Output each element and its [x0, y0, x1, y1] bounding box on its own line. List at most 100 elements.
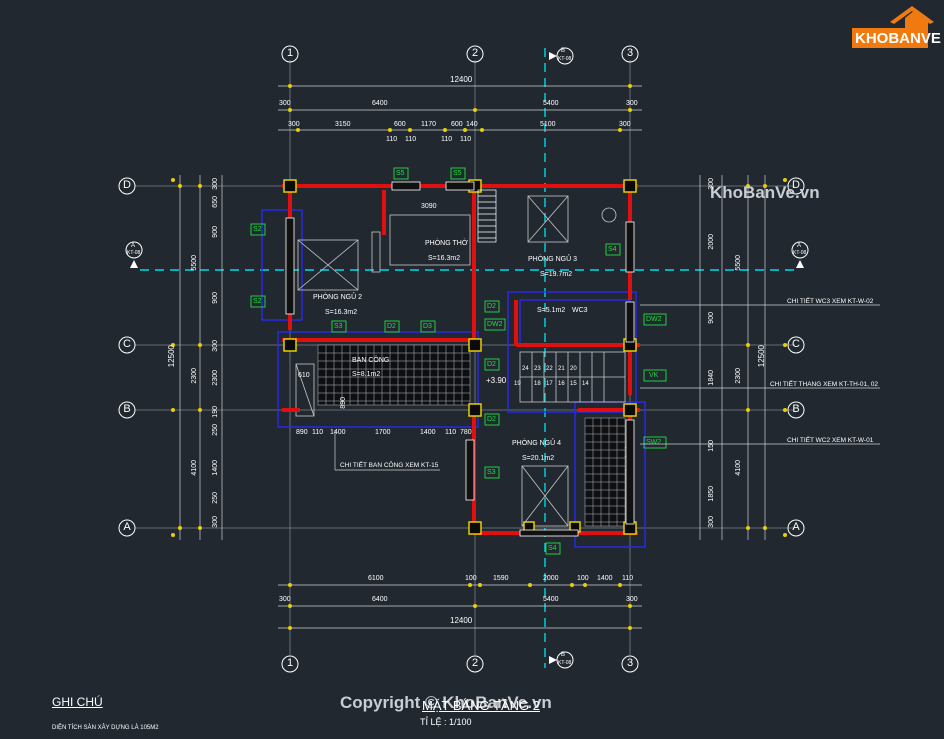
drawing-title: MẶT BẰNG TẦNG 2 [422, 698, 540, 713]
room-wc3-area: S=5.1m2 [537, 307, 566, 314]
tag-boxes [250, 167, 667, 555]
dim-top-r3-4: 600 [451, 121, 463, 128]
section-lines [140, 48, 800, 668]
dim-bot-r1-3: 2000 [543, 575, 559, 582]
grid-label-3-bottom: 3 [626, 657, 634, 669]
dim-bot-r1-4: 100 [577, 575, 589, 582]
tag-d2-b: D2 [487, 303, 496, 310]
room-phong-ngu-3-name: PHÒNG NGỦ 3 [528, 256, 578, 263]
dim-left-small-2: 900 [212, 226, 219, 238]
dim-top-r2-1: 6400 [372, 100, 388, 107]
dim-left-small-9: 250 [212, 492, 219, 504]
note-wc3: CHI TIẾT WC3 XEM KT-W-02 [787, 298, 874, 305]
dim-left-total: 12500 [167, 345, 176, 368]
room-phong-ngu-4-name: PHÒNG NGỦ 4 [512, 440, 562, 447]
dim-top-r3-3: 1170 [421, 121, 437, 128]
drawing-scale: TỈ LỆ : 1/100 [420, 717, 472, 727]
grid-label-b-right: B [792, 403, 800, 415]
room-phong-ngu-3-area: S=19.7m2 [540, 271, 573, 278]
section-b-bottom-sheet: KT-08 [558, 660, 572, 666]
dim-left-small-0: 300 [212, 178, 219, 190]
altar-shelf [477, 189, 497, 243]
dim-left-small-7: 250 [212, 424, 219, 436]
dim-bal-5: 110 [445, 429, 457, 436]
logo-brand: KHOBANVE [855, 30, 941, 47]
dim-top-r3-7: 300 [619, 121, 631, 128]
tag-s5-b: S5 [453, 170, 462, 177]
dim-top-r2-3: 300 [626, 100, 638, 107]
stair-num-2: 22 [546, 366, 553, 372]
dim-bot-r2-0: 300 [279, 596, 291, 603]
room-phong-ngu-4-area: S=20.1m2 [522, 455, 555, 462]
dimension-lines [179, 85, 766, 629]
dim-right-small-5: 1850 [708, 486, 715, 502]
stair-num-6: 18 [534, 381, 541, 387]
section-a-left-sheet: KT-08 [127, 250, 141, 256]
dim-right-small-0: 300 [708, 178, 715, 190]
dim-inner-610: 610 [298, 372, 310, 379]
note-leaders [334, 304, 880, 471]
dim-bal-2: 1400 [330, 429, 346, 436]
grid-bubbles [118, 45, 805, 673]
grid-label-2-top: 2 [471, 47, 479, 59]
dim-right-seg-1: 2300 [735, 368, 742, 384]
room-phong-tho-name: PHÒNG THỜ [425, 240, 468, 247]
stair-num-7: 17 [546, 381, 553, 387]
dim-top-r4-1: 110 [405, 136, 417, 143]
grid-label-c-left: C [123, 338, 131, 350]
dim-top-r3-6: 5100 [540, 121, 556, 128]
dim-bot-r2-3: 300 [626, 596, 638, 603]
dim-bot-r1-6: 110 [622, 575, 634, 582]
grid-label-3-top: 3 [626, 47, 634, 59]
dim-bot-r1-5: 1400 [597, 575, 613, 582]
dim-left-seg-1: 2300 [191, 368, 198, 384]
room-ban-cong-area: S=8.1m2 [352, 371, 381, 378]
dim-top-total: 12400 [450, 75, 473, 84]
dim-inner-890: 890 [340, 397, 347, 409]
tag-dw2-a: DW2 [487, 321, 503, 328]
dim-left-small-1: 650 [212, 196, 219, 208]
grid-label-1-bottom: 1 [286, 657, 294, 669]
dim-inner-3090: 3090 [421, 203, 437, 210]
tag-s5-a: S5 [396, 170, 405, 177]
dim-bal-6: 780 [460, 429, 472, 436]
dim-right-seg-2: 4100 [735, 460, 742, 476]
tag-vk: VK [649, 372, 659, 379]
stair-num-9: 15 [570, 381, 577, 387]
dim-right-seg-0: 5500 [735, 255, 742, 271]
dim-left-small-8: 1400 [212, 460, 219, 476]
tag-s4-a: S4 [608, 246, 617, 253]
note-wc2: CHI TIẾT WC2 XEM KT-W-01 [787, 437, 874, 444]
dim-left-seg-0: 5500 [191, 255, 198, 271]
section-a-right-sheet: KT-08 [793, 250, 807, 256]
note-balcony: CHI TIẾT BAN CÔNG XEM KT-15 [340, 462, 439, 469]
note-stair: CHI TIẾT THANG XEM KT-TH-01, 02 [770, 381, 878, 388]
stair-num-0: 24 [522, 366, 529, 372]
section-b-top-letter: B [561, 48, 566, 54]
dim-left-small-5: 2300 [212, 370, 219, 386]
dim-top-r3-0: 300 [288, 121, 300, 128]
dim-bot-r2-1: 6400 [372, 596, 388, 603]
dim-top-r3-1: 3150 [335, 121, 351, 128]
tag-s2-b: S2 [253, 298, 262, 305]
tag-dw2-b: DW2 [646, 316, 662, 323]
dim-right-small-4: 150 [708, 440, 715, 452]
watermark-bottom: Copyright © KhoBanVe.vn [340, 693, 552, 712]
level-mark: +3.90 [486, 376, 507, 385]
tag-d2-c: D2 [487, 361, 496, 368]
dim-bot-total: 12400 [450, 616, 473, 625]
grid-label-a-left: A [123, 521, 131, 533]
dim-right-small-2: 900 [708, 312, 715, 324]
tag-sw2: SW2 [646, 439, 662, 446]
dim-top-r4-2: 110 [441, 136, 453, 143]
dim-top-r3-2: 600 [394, 121, 406, 128]
tag-s4-b: S4 [548, 545, 557, 552]
dim-right-small-3: 1840 [708, 370, 715, 386]
columns [283, 179, 637, 535]
dim-top-r2-0: 300 [279, 100, 291, 107]
balcony-tiles [317, 344, 471, 406]
section-b-bottom-letter: B [561, 652, 566, 658]
dim-top-r2-2: 5400 [543, 100, 559, 107]
dim-right-small-6: 300 [708, 516, 715, 528]
